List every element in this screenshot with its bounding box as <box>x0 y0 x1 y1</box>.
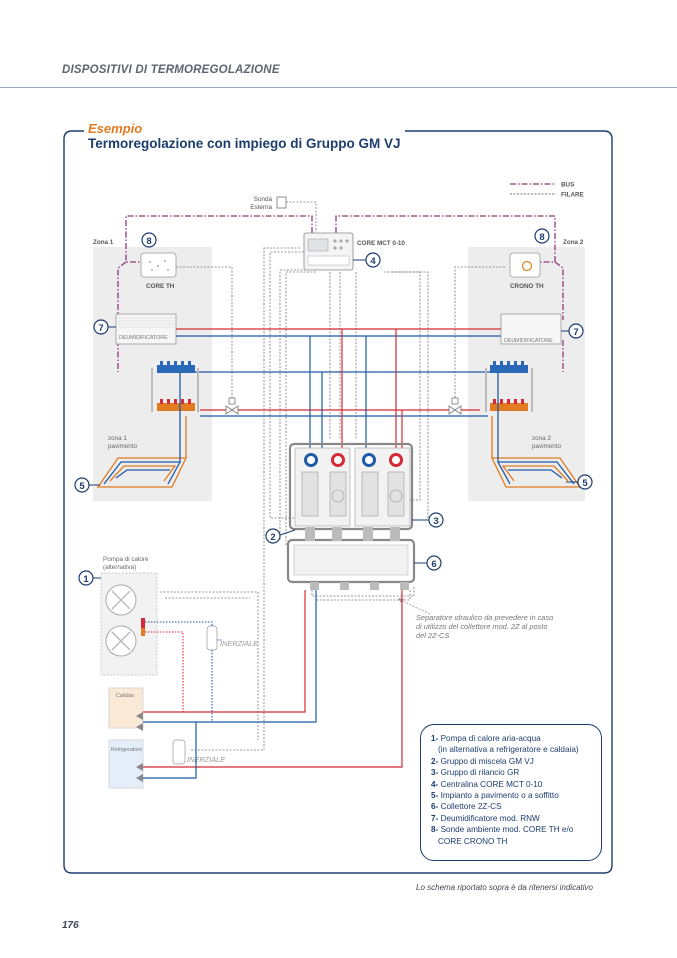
pump-groups-frame <box>288 442 414 531</box>
pompa-label-2: (alternativa) <box>103 564 136 571</box>
svg-text:7: 7 <box>98 323 103 334</box>
marker-5-right: 5 <box>566 474 593 490</box>
svg-text:5: 5 <box>79 481 85 492</box>
separatore-note-2: di utilizzo del collettore mod. 2Z al po… <box>416 622 547 631</box>
floor-loop-zone1 <box>96 372 188 488</box>
marker-3: 3 <box>412 512 444 528</box>
svg-text:4: 4 <box>370 256 376 267</box>
legend-item-7: 7- Deumidificatore mod. RNW <box>431 813 540 823</box>
zona1-pav-label-2: pavimento <box>108 443 138 450</box>
legend-item-6: 6- Collettore 2Z-CS <box>431 802 502 812</box>
marker-5-left: 5 <box>74 477 100 493</box>
marker-4: 4 <box>353 252 381 268</box>
filare-legend-label: FILARE <box>561 192 584 199</box>
svg-text:1: 1 <box>83 574 89 585</box>
floor-loop-zone2 <box>490 372 582 488</box>
refrigeratore-unit <box>108 739 144 789</box>
sonda-esterna-label-1: Sonda <box>254 196 273 203</box>
page-number: 176 <box>62 920 79 931</box>
legend-item-2: 2- Gruppo di miscela GM VJ <box>431 756 534 766</box>
manifold-zone1 <box>151 361 199 412</box>
sonda-esterna-label-2: Esterna <box>250 204 272 211</box>
marker-8-left: 8 <box>141 232 157 248</box>
zone2-label: Zona 2 <box>563 239 584 246</box>
diagram-frame <box>63 130 613 874</box>
marker-7-right: 7 <box>561 323 584 339</box>
marker-6: 6 <box>414 555 442 571</box>
core-mct-label: CORE MCT 0-10 <box>357 240 405 247</box>
bus-wiring <box>117 215 564 372</box>
dehumidifier-right <box>500 313 562 345</box>
core-th-label: CORE TH <box>146 283 175 290</box>
svg-text:7: 7 <box>573 327 578 338</box>
legend-item-1: 1- Pompa di calore aria-acqua <box>431 734 541 743</box>
legend-item-8-cont: CORE CRONO TH <box>438 836 508 846</box>
inerziale-tank-1 <box>206 625 218 651</box>
zona2-pav-label-1: zona 2 <box>532 435 551 442</box>
sonda-esterna-device <box>276 196 287 209</box>
valve-zone2 <box>448 397 462 415</box>
legend-item-8: 8- Sonde ambiente mod. CORE TH e/o <box>431 825 574 835</box>
svg-text:2: 2 <box>270 532 275 543</box>
caldaia-label: Caldaia <box>116 693 134 699</box>
refrigeratore-label: Refrigeratore <box>111 747 142 753</box>
supply-pipes <box>176 328 501 458</box>
thermometers <box>304 453 403 467</box>
svg-text:8: 8 <box>539 232 544 243</box>
marker-8-right: 8 <box>534 228 550 244</box>
pump-bodies <box>301 471 405 517</box>
inerziale-label-1: INERZIALE <box>220 639 258 648</box>
core-th-device <box>140 252 177 278</box>
bus-legend-label: BUS <box>561 182 574 189</box>
legend-item-1-cont: (in alternativa a refrigeratore e caldai… <box>438 745 579 755</box>
legend-item-3: 3- Gruppo di rilancio GR <box>431 768 520 778</box>
zone1-label: Zona 1 <box>93 239 114 246</box>
legend-item-5: 5- Impianto a pavimento o a soffitto <box>431 791 559 801</box>
svg-text:3: 3 <box>433 516 438 527</box>
crono-th-label: CRONO TH <box>510 283 544 290</box>
footnote: Lo schema riportato sopra è da ritenersi… <box>416 883 593 892</box>
svg-text:8: 8 <box>146 236 151 247</box>
svg-text:5: 5 <box>582 478 588 489</box>
manifold-zone2 <box>485 361 533 412</box>
dehumidifier-left <box>115 313 177 345</box>
inerziale-tank-2 <box>172 739 186 765</box>
legend-item-4: 4- Centralina CORE MCT 0-10 <box>431 779 543 789</box>
marker-1: 1 <box>78 570 101 586</box>
dehumidifier-left-label: DEUMIDIFICATORE <box>119 335 168 341</box>
caldaia-unit <box>108 687 144 729</box>
zona1-pav-label-1: zona 1 <box>108 435 127 442</box>
example-label: Esempio <box>88 121 143 136</box>
svg-text:6: 6 <box>431 559 436 570</box>
separatore-note-1: Separatore idraulico da prevedere in cas… <box>416 613 553 622</box>
filare-wiring <box>160 247 505 751</box>
pompa-label-1: Pompa di calore <box>103 556 149 563</box>
zona2-pav-label-2: pavimento <box>532 443 562 450</box>
zone2-area <box>468 247 585 501</box>
marker-7-left: 7 <box>93 319 116 335</box>
legend-box: 1- Pompa di calore aria-acqua (in altern… <box>420 724 602 861</box>
marker-2: 2 <box>265 528 296 544</box>
separatore-note-3: del 2Z-CS <box>416 631 449 640</box>
diagram-title: Termoregolazione con impiego di Gruppo G… <box>88 136 401 151</box>
header-divider <box>0 87 677 88</box>
dehumidifier-right-label: DEUMIDIFICATORE <box>504 338 553 344</box>
primary-pipes <box>143 590 403 779</box>
section-header-title: DISPOSITIVI DI TERMOREGOLAZIONE <box>62 64 280 76</box>
crono-th-device <box>509 252 541 278</box>
valve-zone1 <box>225 397 239 415</box>
inerziale-label-2: INERZIALE <box>187 755 225 764</box>
